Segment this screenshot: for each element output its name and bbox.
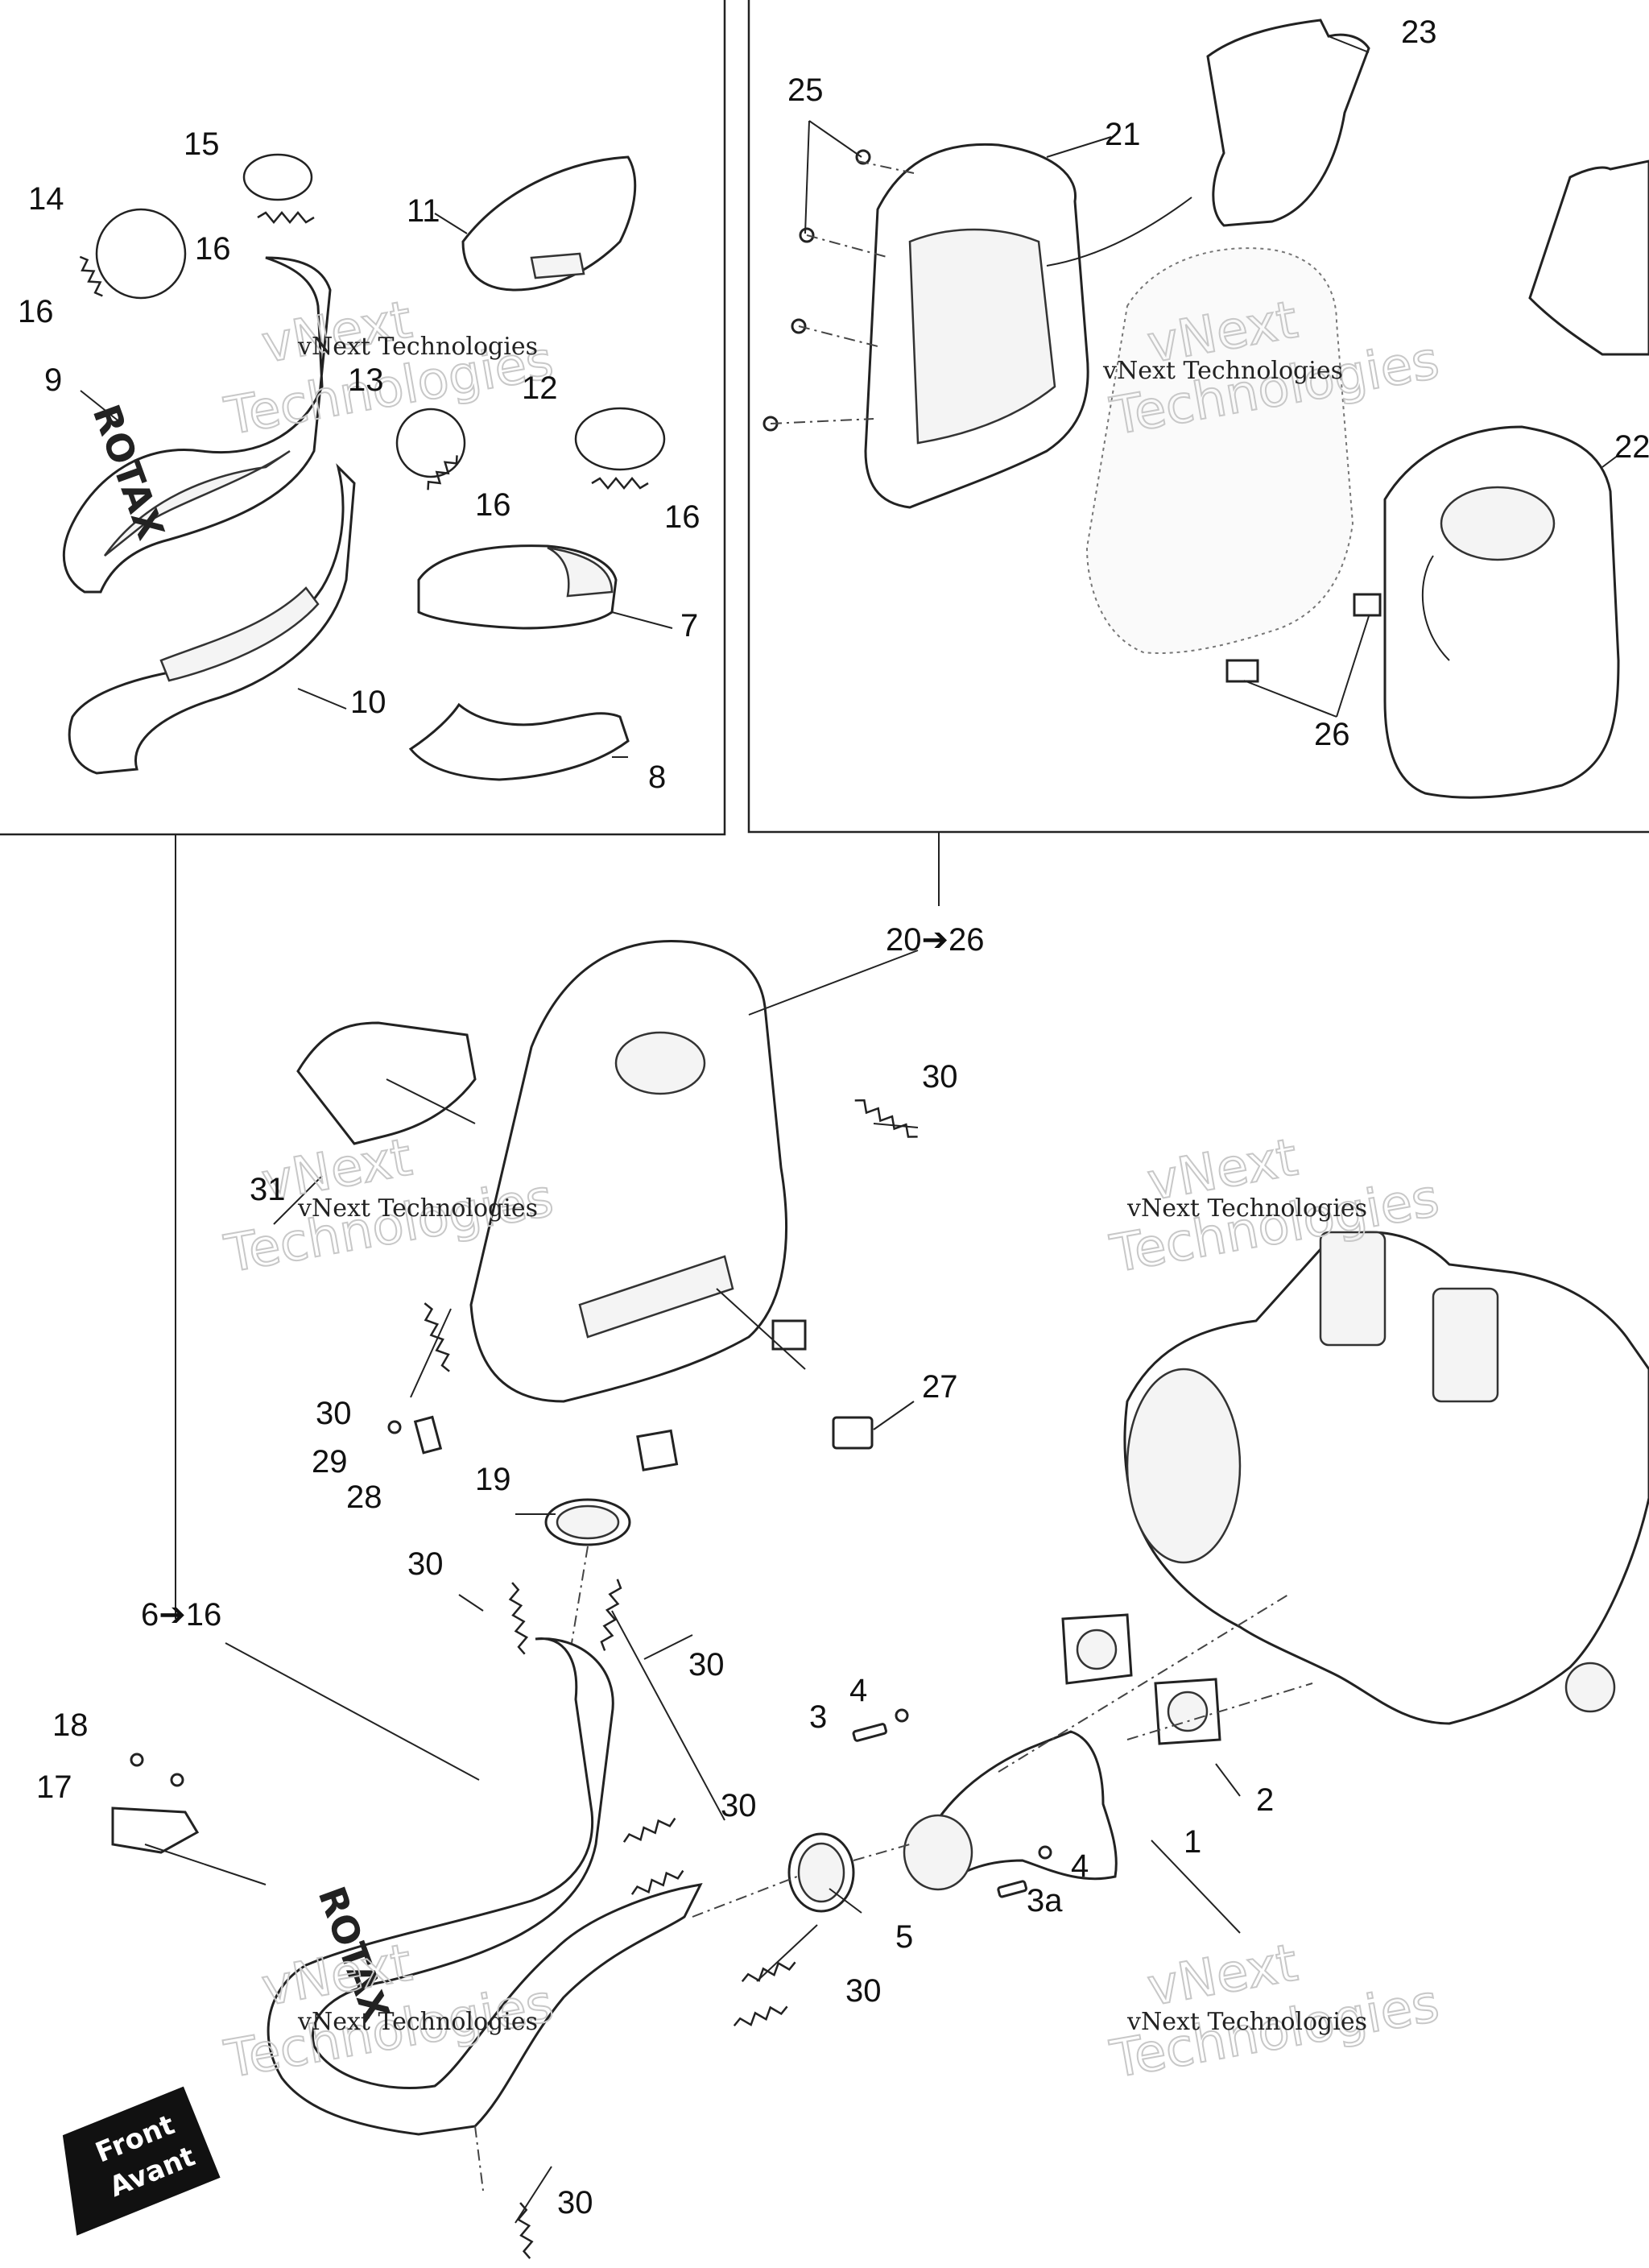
callout-4a: 4 xyxy=(849,1673,867,1708)
clamp-ring-15 xyxy=(242,153,313,201)
callout-22: 22 xyxy=(1614,429,1649,465)
bracket-28-29 xyxy=(387,1415,443,1455)
callout-2: 2 xyxy=(1256,1782,1274,1818)
springs-30 xyxy=(424,1099,918,2259)
watermark-text-4: vNext Technologies xyxy=(1126,1194,1367,1223)
heat-sheet-31 xyxy=(296,1021,477,1145)
heat-shield-8 xyxy=(408,702,630,781)
callout-30e: 30 xyxy=(721,1788,757,1823)
exhaust-pipe-lower-detail xyxy=(68,463,356,775)
callout-29: 29 xyxy=(312,1444,348,1480)
callout-31: 31 xyxy=(250,1172,286,1207)
callout-30c: 30 xyxy=(407,1546,444,1582)
callout-9: 9 xyxy=(44,362,62,398)
callout-26: 26 xyxy=(1314,717,1350,752)
callout-27: 27 xyxy=(922,1369,958,1405)
muffler-ghost-outline xyxy=(1085,247,1354,654)
left-detail-box xyxy=(0,0,726,836)
ring-19 xyxy=(544,1498,631,1546)
callout-3: 3 xyxy=(809,1699,827,1735)
clamp-ring-14 xyxy=(95,208,187,300)
pads-26 xyxy=(1225,593,1382,683)
callout-7: 7 xyxy=(680,608,698,644)
assembly-lines xyxy=(474,160,1313,2191)
engine-flywheel xyxy=(1126,1368,1242,1564)
callout-3a: 3a xyxy=(1027,1883,1063,1918)
callout-21: 21 xyxy=(1105,117,1141,152)
engine-shaft xyxy=(1564,1662,1616,1713)
heat-shield-7 xyxy=(417,544,618,630)
clamp-rings xyxy=(95,153,666,478)
manifold-outlet xyxy=(903,1814,973,1891)
clamp-ring-12 xyxy=(574,407,666,471)
callout-16c: 16 xyxy=(475,487,511,523)
callout-19: 19 xyxy=(475,1462,511,1497)
callout-30b: 30 xyxy=(316,1396,352,1431)
grommets-25 xyxy=(763,149,871,432)
watermark-text-5: vNext Technologies xyxy=(297,2008,538,2036)
callout-30g: 30 xyxy=(557,2185,593,2220)
callout-5: 5 xyxy=(895,1919,913,1955)
gasket-23 xyxy=(1206,19,1370,227)
callout-11: 11 xyxy=(407,193,440,229)
heat-shield-11 xyxy=(461,155,637,292)
watermark-text-6: vNext Technologies xyxy=(1126,2008,1367,2036)
callout-13: 13 xyxy=(348,362,384,398)
bracket-17-18 xyxy=(111,1753,200,1854)
springs-16 xyxy=(79,211,649,490)
muffler-inlet xyxy=(614,1031,706,1095)
muffler-shell-22 xyxy=(1383,425,1620,799)
clamp-ring-13 xyxy=(395,408,466,478)
watermark-6: vNext Technologies xyxy=(1106,1932,1444,2091)
callout-1: 1 xyxy=(1184,1824,1201,1860)
callout-12: 12 xyxy=(522,370,558,406)
callout-17: 17 xyxy=(36,1769,72,1805)
callout-28: 28 xyxy=(346,1480,382,1515)
callout-30d: 30 xyxy=(688,1647,725,1682)
gasket-24 xyxy=(1528,159,1649,356)
callout-labels: 15 14 16 16 11 9 13 12 16 16 7 10 8 25 2… xyxy=(18,14,1649,2220)
callout-4b: 4 xyxy=(1071,1848,1089,1884)
callout-16b: 16 xyxy=(18,294,54,329)
gasket-2 xyxy=(1061,1613,1221,1745)
callout-20-26: 20➔26 xyxy=(886,922,985,958)
fasteners-3-4 xyxy=(852,1708,1052,1898)
callout-30f: 30 xyxy=(845,1973,882,2009)
watermark-text-3: vNext Technologies xyxy=(297,1194,538,1223)
right-detail-box xyxy=(747,0,1649,834)
direction-arrows xyxy=(144,197,1450,1885)
callout-leaders xyxy=(80,35,1619,2224)
callout-16a: 16 xyxy=(195,231,231,267)
callout-14: 14 xyxy=(28,181,64,217)
front-avant-badge: Front Avant xyxy=(62,2086,221,2236)
callout-30a: 30 xyxy=(922,1059,958,1095)
ring-5 xyxy=(787,1832,855,1913)
callout-8: 8 xyxy=(648,759,666,795)
callout-18: 18 xyxy=(52,1707,89,1743)
watermark-text-2: vNext Technologies xyxy=(1102,357,1343,385)
muffler-shell-21 xyxy=(864,143,1089,509)
callout-16d: 16 xyxy=(664,499,701,535)
sensor-27 xyxy=(832,1416,874,1450)
callout-10: 10 xyxy=(350,685,386,720)
callout-23: 23 xyxy=(1401,14,1437,50)
callout-15: 15 xyxy=(184,126,220,162)
callout-6-16: 6➔16 xyxy=(141,1597,221,1633)
exhaust-manifold-1 xyxy=(903,1730,1118,1891)
watermark-text-1: vNext Technologies xyxy=(297,333,538,361)
muffler-assembly xyxy=(469,940,807,1471)
callout-25: 25 xyxy=(787,72,824,108)
engine-block xyxy=(1123,1231,1649,1725)
